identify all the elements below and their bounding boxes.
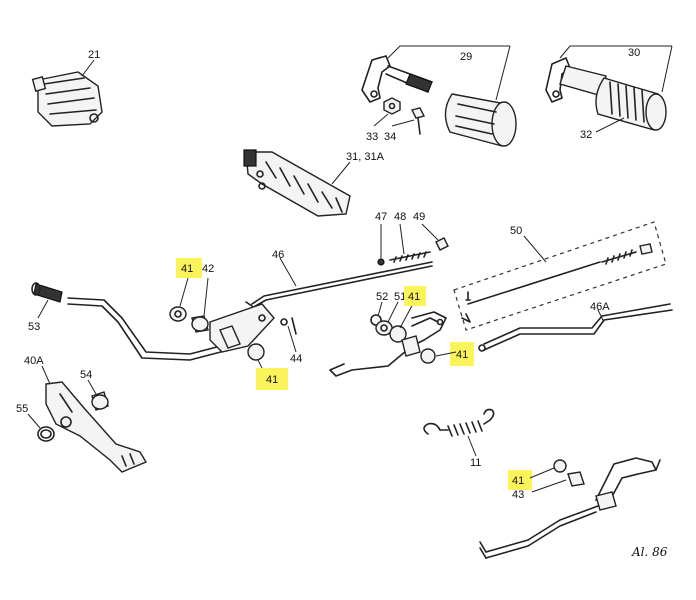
leader-46 — [279, 257, 297, 287]
bracket-40a — [45, 381, 148, 473]
label-29: 29 — [460, 51, 472, 63]
bushing-41a — [169, 306, 187, 322]
label-41a: 41 — [181, 263, 193, 275]
leader-43 — [531, 479, 567, 493]
label-41b: 41 — [408, 291, 420, 303]
rear-lever — [479, 457, 661, 559]
label-42: 42 — [202, 263, 214, 275]
rod-50 — [461, 243, 653, 323]
leader-42 — [203, 277, 209, 317]
label-47: 47 — [375, 211, 387, 223]
leader-11 — [467, 435, 477, 457]
label-41e: 41 — [512, 475, 524, 487]
label-11: 11 — [470, 457, 481, 469]
rod-46a — [478, 303, 673, 352]
label-34: 34 — [384, 131, 396, 143]
label-21: 21 — [88, 49, 100, 61]
label-30: 30 — [628, 47, 640, 59]
leader-41a — [179, 277, 189, 307]
leader-33 — [373, 113, 389, 127]
highlight-41c — [256, 368, 288, 390]
highlight-41b — [404, 286, 426, 306]
label-52: 52 — [376, 291, 388, 303]
label-54: 54 — [80, 369, 92, 381]
pin-47 — [377, 258, 385, 266]
nut-33 — [383, 97, 401, 115]
leader-54 — [87, 379, 97, 395]
label-31: 31, 31A — [346, 151, 385, 163]
label-40a: 40A — [24, 355, 44, 367]
bushing-42 — [191, 315, 209, 333]
leader-41b — [399, 301, 415, 329]
leader-46a — [597, 309, 605, 323]
leader-41c — [257, 359, 263, 369]
leader-41d — [435, 351, 457, 357]
leader-31 — [331, 161, 351, 185]
pin-44 — [280, 317, 297, 335]
label-32: 32 — [580, 129, 592, 141]
label-48: 48 — [394, 211, 406, 223]
grip-53 — [31, 282, 63, 303]
highlight-41e — [508, 470, 532, 490]
label-49: 49 — [413, 211, 425, 223]
footrest-31 — [243, 149, 351, 217]
spring-pin-48 — [389, 251, 431, 263]
label-33: 33 — [366, 131, 378, 143]
label-53: 53 — [28, 321, 40, 333]
leader-49 — [421, 223, 439, 241]
bushing-41e — [553, 459, 567, 473]
footrest-29 — [361, 55, 517, 147]
pin-43 — [567, 471, 585, 487]
leader-21 — [81, 59, 95, 77]
label-46a: 46A — [590, 301, 610, 313]
bushing-41d — [420, 348, 436, 364]
center-lever — [329, 311, 447, 377]
label-55: 55 — [16, 403, 28, 415]
footrest-30 — [545, 57, 667, 131]
highlight-41d — [450, 342, 474, 366]
label-43: 43 — [512, 489, 524, 501]
bush-54 — [91, 391, 109, 411]
leader-53 — [37, 299, 49, 319]
leader-55 — [27, 413, 41, 429]
highlight-41a — [176, 258, 202, 278]
pedal-21 — [31, 71, 103, 127]
leader-48 — [399, 223, 405, 255]
bolt-34 — [410, 107, 426, 135]
leader-44 — [287, 325, 297, 353]
label-51: 51 — [394, 291, 406, 303]
spring-11 — [423, 408, 495, 437]
label-46: 46 — [272, 249, 284, 261]
label-41c: 41 — [266, 374, 278, 386]
label-50: 50 — [510, 225, 522, 237]
leader-51 — [387, 301, 399, 323]
leader-32 — [595, 117, 625, 133]
clip-49 — [435, 237, 449, 251]
signature: Al. 86 — [631, 545, 668, 559]
leader-52 — [377, 301, 383, 317]
label-44: 44 — [290, 353, 302, 365]
bracket-30 — [559, 45, 673, 93]
oring-55 — [37, 426, 55, 442]
brake-lever — [67, 297, 275, 361]
label-41d: 41 — [456, 349, 468, 361]
bushing-41c — [247, 343, 265, 361]
leader-40a — [41, 365, 51, 385]
leader-34 — [391, 119, 415, 127]
dashed-group-50 — [453, 221, 667, 331]
bushing-41b — [389, 325, 407, 343]
leader-50 — [523, 235, 547, 263]
bracket-29 — [387, 45, 511, 101]
leader-41e — [529, 467, 555, 479]
